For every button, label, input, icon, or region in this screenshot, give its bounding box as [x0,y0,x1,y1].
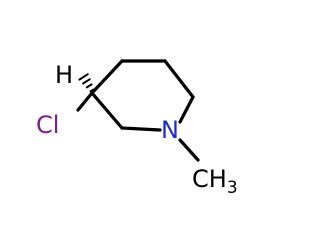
bond-c3-cl [76,91,94,112]
hydrogen-label: H [55,61,73,89]
methyl-subscript: 3 [227,178,238,198]
hashed-wedge-bond [78,73,95,93]
bond-n-methyl [178,138,200,162]
methyl-label: CH3 [192,165,238,198]
nitrogen-label: N [161,116,179,144]
chlorine-label: Cl [36,111,59,139]
bond-c6-n [178,95,195,124]
bond-c2-c3 [90,91,124,130]
bond-c3-c4 [90,59,124,95]
molecule-structure: H Cl N CH3 [36,59,238,198]
bond-n-c2 [120,126,162,132]
methyl-carbon: CH [192,165,227,193]
bonds [76,59,200,162]
bond-c5-c6 [163,59,195,99]
